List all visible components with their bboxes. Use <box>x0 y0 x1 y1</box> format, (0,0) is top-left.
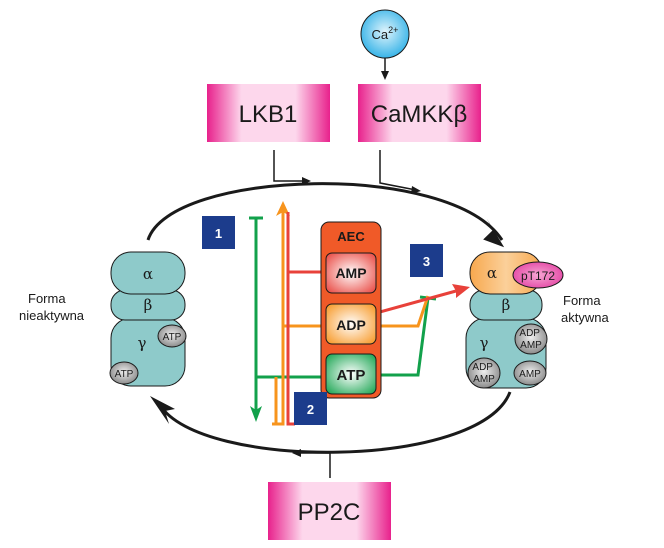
adp-label: ADP <box>336 317 366 333</box>
svg-text:ADP AMP: ADP AMP <box>519 328 542 351</box>
inactive-alpha-subunit <box>110 251 186 295</box>
badge-3: 3 <box>410 244 443 277</box>
camkk-label: CaMKKβ <box>371 101 468 128</box>
aec-title: AEC <box>337 229 365 244</box>
atp-label: ATP <box>337 367 366 384</box>
phospho-t172 <box>512 261 564 289</box>
amp-label: AMP <box>335 265 366 281</box>
inactive-beta-label: β <box>144 296 153 314</box>
calcium-label: Ca <box>372 27 389 42</box>
svg-text:ATP: ATP <box>115 369 134 380</box>
active-nucleotide-3 <box>513 360 547 386</box>
amp-box <box>325 252 377 294</box>
lkb1-arrow <box>273 150 311 185</box>
pp2c-label: PP2C <box>298 499 361 526</box>
phospho-label: pT172 <box>521 269 555 283</box>
active-beta-label: β <box>502 296 511 314</box>
lkb1-box: LKB1 <box>207 84 330 142</box>
svg-text:ADP AMP: ADP AMP <box>472 362 495 385</box>
aec-panel: AEC AMP ADP ATP <box>320 221 382 399</box>
svg-text:2: 2 <box>307 402 314 417</box>
svg-text:3: 3 <box>423 254 430 269</box>
svg-text:1: 1 <box>215 226 222 241</box>
badge-1: 1 <box>202 216 235 249</box>
svg-text:Ca2+: Ca2+ <box>372 25 399 42</box>
active-alpha-label: α <box>487 264 497 282</box>
camkk-box: CaMKKβ <box>358 84 481 142</box>
active-ampk: α pT172 β γ ADP AMP ADP AMP AMP <box>465 251 564 389</box>
camkk-arrow <box>379 150 421 194</box>
inactive-label: Forma nieaktywna <box>19 291 85 323</box>
pp2c-box: PP2C <box>268 482 391 540</box>
calcium-charge: 2+ <box>388 25 398 35</box>
active-gamma-label: γ <box>480 334 489 352</box>
svg-text:ATP: ATP <box>163 332 182 343</box>
amp-arrowhead <box>452 284 470 298</box>
active-label: Forma aktywna <box>561 293 609 325</box>
activation-arc <box>146 182 505 248</box>
inactive-nucleotide-1 <box>157 324 187 348</box>
inactive-gamma-label: γ <box>138 334 147 352</box>
badge-2: 2 <box>294 392 327 425</box>
calcium-ion: Ca2+ <box>360 9 410 59</box>
svg-text:AMP: AMP <box>519 369 541 380</box>
inactive-alpha-label: α <box>143 265 153 283</box>
active-nucleotide-1 <box>514 323 548 355</box>
deactivation-arc <box>150 391 512 454</box>
adp-box <box>325 303 377 345</box>
inactive-nucleotide-2 <box>109 361 139 385</box>
pp2c-arrow <box>292 449 331 478</box>
lkb1-label: LKB1 <box>239 101 298 128</box>
inactive-ampk: α β γ ATP ATP <box>109 251 187 387</box>
atp-arrowhead <box>250 406 262 422</box>
calcium-arrow <box>381 58 389 80</box>
atp-regulation-line <box>249 216 437 410</box>
atp-box <box>325 353 377 395</box>
amp-regulation-line <box>286 212 457 426</box>
active-nucleotide-2 <box>467 357 501 389</box>
